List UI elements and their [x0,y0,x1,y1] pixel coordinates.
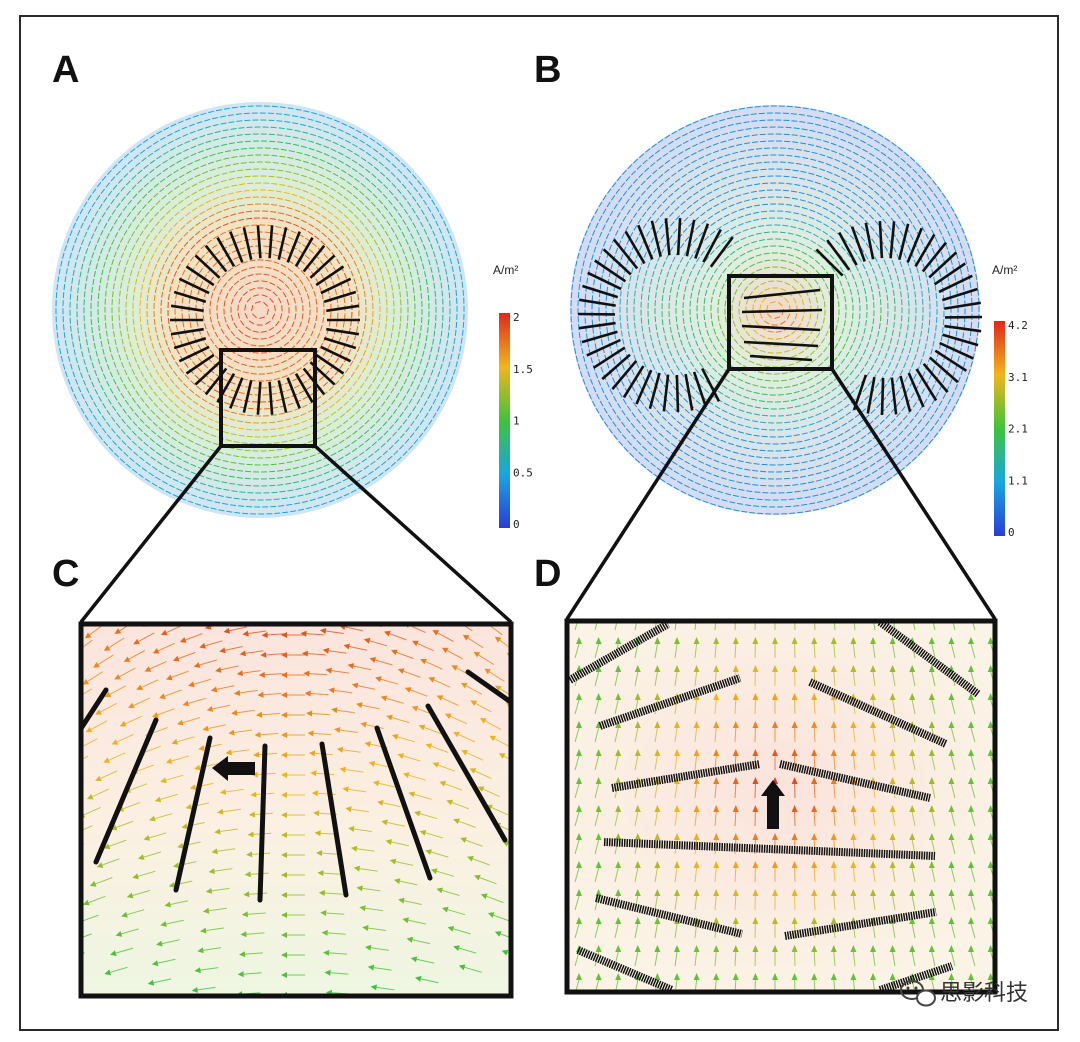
colorbar-a-tick: 1.5 [513,363,533,376]
colorbar-a-tick: 1 [513,415,520,428]
panel-label-b: B [534,49,561,91]
watermark-text: 思影科技 [940,981,1028,1006]
current-direction-arrow-icon [212,756,255,781]
colorbar-a-tick: 0 [513,518,520,531]
zoom-panel-d [564,618,998,995]
zoom-panel-c [78,621,514,999]
colorbar-b-tick: 4.2 [1008,319,1028,332]
figure-frame [19,15,1059,1031]
colorbar-b-tick: 3.1 [1008,371,1028,384]
panel-label-c: C [52,553,79,595]
zoom-region-a [219,348,317,448]
colorbar-b: A/m² 4.2 3.1 2.1 1.1 0 [992,263,1028,539]
colorbar-b-tick: 0 [1008,526,1015,539]
colorbar-a-tick: 0.5 [513,466,533,479]
current-density-disc-a [52,102,468,518]
colorbar-a-unit: A/m² [493,263,518,277]
current-direction-arrow-icon [761,780,785,829]
panel-label-a: A [52,49,79,91]
panel-label-d: D [534,553,561,595]
colorbar-b-tick: 2.1 [1008,423,1028,436]
colorbar-a-tick: 2 [513,311,520,324]
colorbar-b-tick: 1.1 [1008,474,1028,487]
current-density-disc-b [570,105,983,515]
wechat-icon [900,980,936,1007]
zoom-region-b [727,274,834,371]
zoom-connectors [79,368,997,624]
watermark: 思影科技 [900,980,1028,1007]
colorbar-b-unit: A/m² [992,263,1017,277]
colorbar-a: A/m² 2 1.5 1 0.5 0 [493,263,533,531]
